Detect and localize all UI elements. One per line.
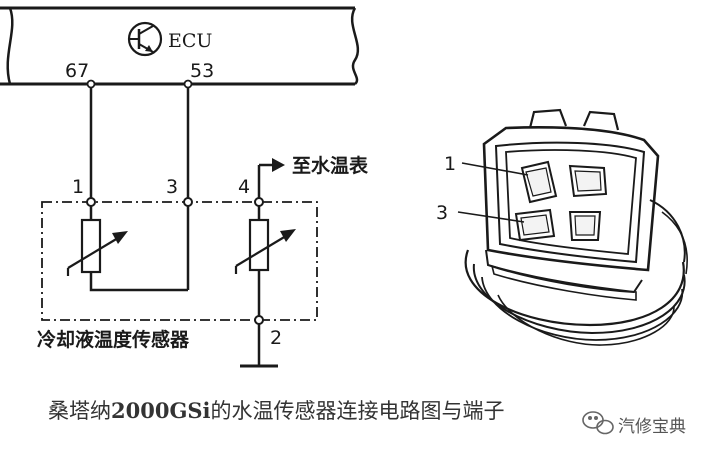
gauge-label: 至水温表 — [292, 154, 369, 177]
caption-model: 2000GSi — [111, 398, 211, 423]
watermark: 汽修宝典 — [582, 411, 686, 437]
terminal-1-dot — [86, 197, 96, 207]
caption-prefix: 桑塔纳 — [48, 399, 111, 423]
watermark-text: 汽修宝典 — [618, 417, 686, 437]
figure-caption: 桑塔纳2000GSi的水温传感器连接电路图与端子 — [48, 398, 505, 423]
wiring — [89, 88, 272, 365]
terminal-4-dot — [254, 197, 264, 207]
transistor-icon — [127, 21, 163, 57]
gauge-arrow-icon — [272, 158, 285, 172]
terminal-2-label: 2 — [270, 327, 282, 349]
ecu-label: ECU — [168, 30, 212, 52]
connector-latch-right — [582, 110, 620, 131]
connector-pin-3-label: 3 — [436, 202, 448, 224]
connector-pin-2 — [568, 164, 608, 198]
connector-pin-3 — [514, 208, 556, 242]
thermistor-left-icon — [66, 218, 128, 276]
ecu-pin-67-label: 67 — [65, 60, 89, 82]
connector-ledge — [490, 264, 637, 301]
terminal-4-label: 4 — [238, 176, 250, 198]
terminal-2-dot — [254, 315, 264, 325]
connector-drawing — [457, 108, 688, 346]
connector-threaded-base — [464, 199, 688, 346]
connector-latch-left — [528, 108, 568, 129]
connector-inner-wall — [505, 149, 637, 255]
terminal-3-dot — [183, 197, 193, 207]
ecu-pin-53-label: 53 — [190, 60, 214, 82]
thermistor-right-icon — [234, 218, 296, 274]
connector-rim — [494, 141, 646, 264]
connector-pin-1-label: 1 — [444, 153, 456, 175]
connector-leader-1 — [461, 162, 529, 176]
connector-pin-4 — [568, 211, 602, 241]
connector-leader-3 — [457, 211, 525, 223]
wechat-icon — [582, 411, 614, 435]
sensor-boundary — [41, 201, 318, 321]
sensor-label: 冷却液温度传感器 — [37, 328, 190, 351]
caption-suffix: 的水温传感器连接电路图与端子 — [211, 399, 505, 423]
connector-pin-1 — [520, 160, 558, 204]
ecu-pin-53-dot — [183, 79, 193, 89]
terminal-1-label: 1 — [72, 176, 84, 198]
ecu-pin-67-dot — [86, 79, 96, 89]
ecu-left-edge — [6, 7, 14, 85]
ecu-block: ECU 67 53 — [0, 6, 360, 89]
ecu-break-edge — [350, 7, 360, 85]
terminal-3-label: 3 — [166, 176, 178, 198]
connector-housing — [482, 126, 660, 272]
